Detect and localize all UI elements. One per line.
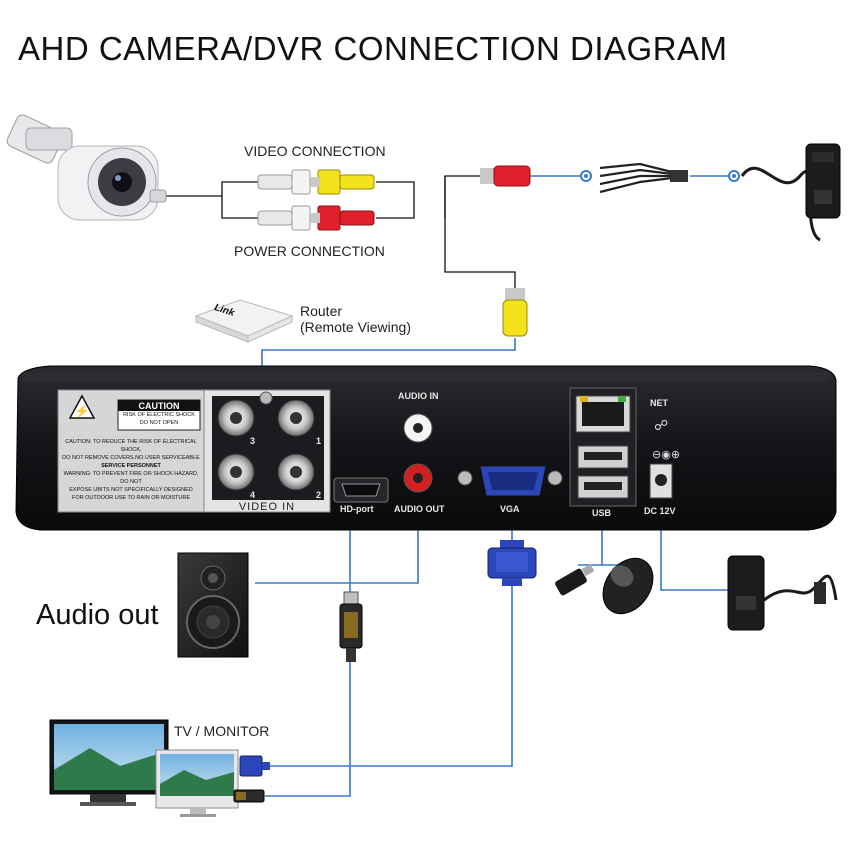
- channel-2-label: 2: [316, 490, 322, 500]
- caution-title: CAUTION: [138, 401, 180, 411]
- caution-text: CAUTION: TO REDUCE THE RISK OF ELECTRICA…: [60, 438, 202, 502]
- bnc-connector-4: [217, 453, 255, 491]
- channel-4-label: 4: [250, 490, 256, 500]
- bullet-camera: [6, 114, 167, 221]
- vga-cable-plug: [487, 540, 537, 586]
- audio-in-label: AUDIO IN: [398, 391, 439, 401]
- caution-line: EXPOSE UBITS NOT SPECIFICALLY DESIGNED: [69, 487, 193, 493]
- red-power-plug: [480, 165, 531, 187]
- router-label: Router: [300, 303, 343, 319]
- power-connector-pair: [257, 205, 375, 231]
- power-connection-label: POWER CONNECTION: [234, 243, 385, 259]
- vga-label: VGA: [500, 504, 520, 514]
- channel-1-label: 1: [316, 436, 322, 446]
- svg-text:⊖◉⊕: ⊖◉⊕: [652, 448, 680, 461]
- bnc-connector-2: [277, 453, 315, 491]
- ethernet-port: [575, 395, 631, 433]
- caution-line: DO NOT REMOVE COVERS.NO USER SERVICEABLE: [62, 455, 200, 461]
- tv-monitor: [49, 719, 169, 806]
- router-device: [194, 299, 294, 343]
- caution-sub1: RISK OF ELECTRIC SHOCK: [123, 412, 195, 418]
- hd-port-label: HD-port: [340, 504, 374, 514]
- video-connection-label: VIDEO CONNECTION: [244, 143, 386, 159]
- router-sublabel: (Remote Viewing): [300, 319, 412, 335]
- tv-monitor-label: TV / MONITOR: [174, 723, 270, 739]
- bnc-connector-3: [217, 399, 255, 437]
- dc12v-label: DC 12V: [644, 506, 676, 516]
- video-connector-pair: [257, 169, 375, 195]
- video-in-label: VIDEO IN: [238, 501, 296, 513]
- hdmi-cable-plug: [339, 591, 363, 662]
- power-adapter-top: [740, 143, 841, 242]
- usb-label: USB: [592, 508, 612, 518]
- cable-lines: [163, 175, 516, 288]
- audio-out-port-label: AUDIO OUT: [394, 504, 445, 514]
- vga-port: [479, 465, 547, 497]
- caution-line: FOR OUTDOOR USE TO RAIN OR MOISTURE: [71, 495, 191, 501]
- usb-port-1: [577, 445, 629, 469]
- audio-out-jack: [403, 463, 433, 493]
- speaker: [177, 552, 249, 658]
- net-label: NET: [650, 398, 668, 408]
- vga-line: [268, 585, 513, 767]
- dvr-rear-panel: ⚡ ☍ ⊖◉⊕: [15, 365, 837, 531]
- page-title: AHD CAMERA/DVR CONNECTION DIAGRAM: [18, 30, 728, 67]
- mouse: [602, 557, 654, 615]
- channel-3-label: 3: [250, 436, 256, 446]
- power-adapter-bottom: [727, 555, 838, 631]
- dc-power-jack: [649, 463, 673, 499]
- usb-flash-drive: [555, 564, 595, 596]
- bnc-connector-1: [277, 399, 315, 437]
- usb-port-2: [577, 475, 629, 499]
- audio-out-label: Audio out: [36, 599, 159, 631]
- caution-line: SERVICE PERSONNET: [101, 463, 161, 469]
- svg-text:⚡: ⚡: [75, 404, 90, 418]
- hdmi-line: [265, 660, 351, 797]
- power-splitter-cable: [599, 162, 689, 194]
- computer-monitor: [155, 749, 239, 817]
- monitor-vga-plug: [239, 755, 270, 777]
- audio-in-jack: [403, 413, 433, 443]
- caution-line: WARNING: TO PREVENT FIRE OR SHOCK HAZARD…: [63, 471, 199, 485]
- caution-sub2: DO NOT OPEN: [139, 420, 179, 426]
- svg-text:☍: ☍: [654, 418, 668, 434]
- monitor-hdmi-plug: [233, 789, 265, 803]
- yellow-video-plug: [502, 288, 528, 337]
- hdmi-port: [333, 477, 389, 503]
- caution-line: CAUTION: TO REDUCE THE RISK OF ELECTRICA…: [65, 439, 197, 453]
